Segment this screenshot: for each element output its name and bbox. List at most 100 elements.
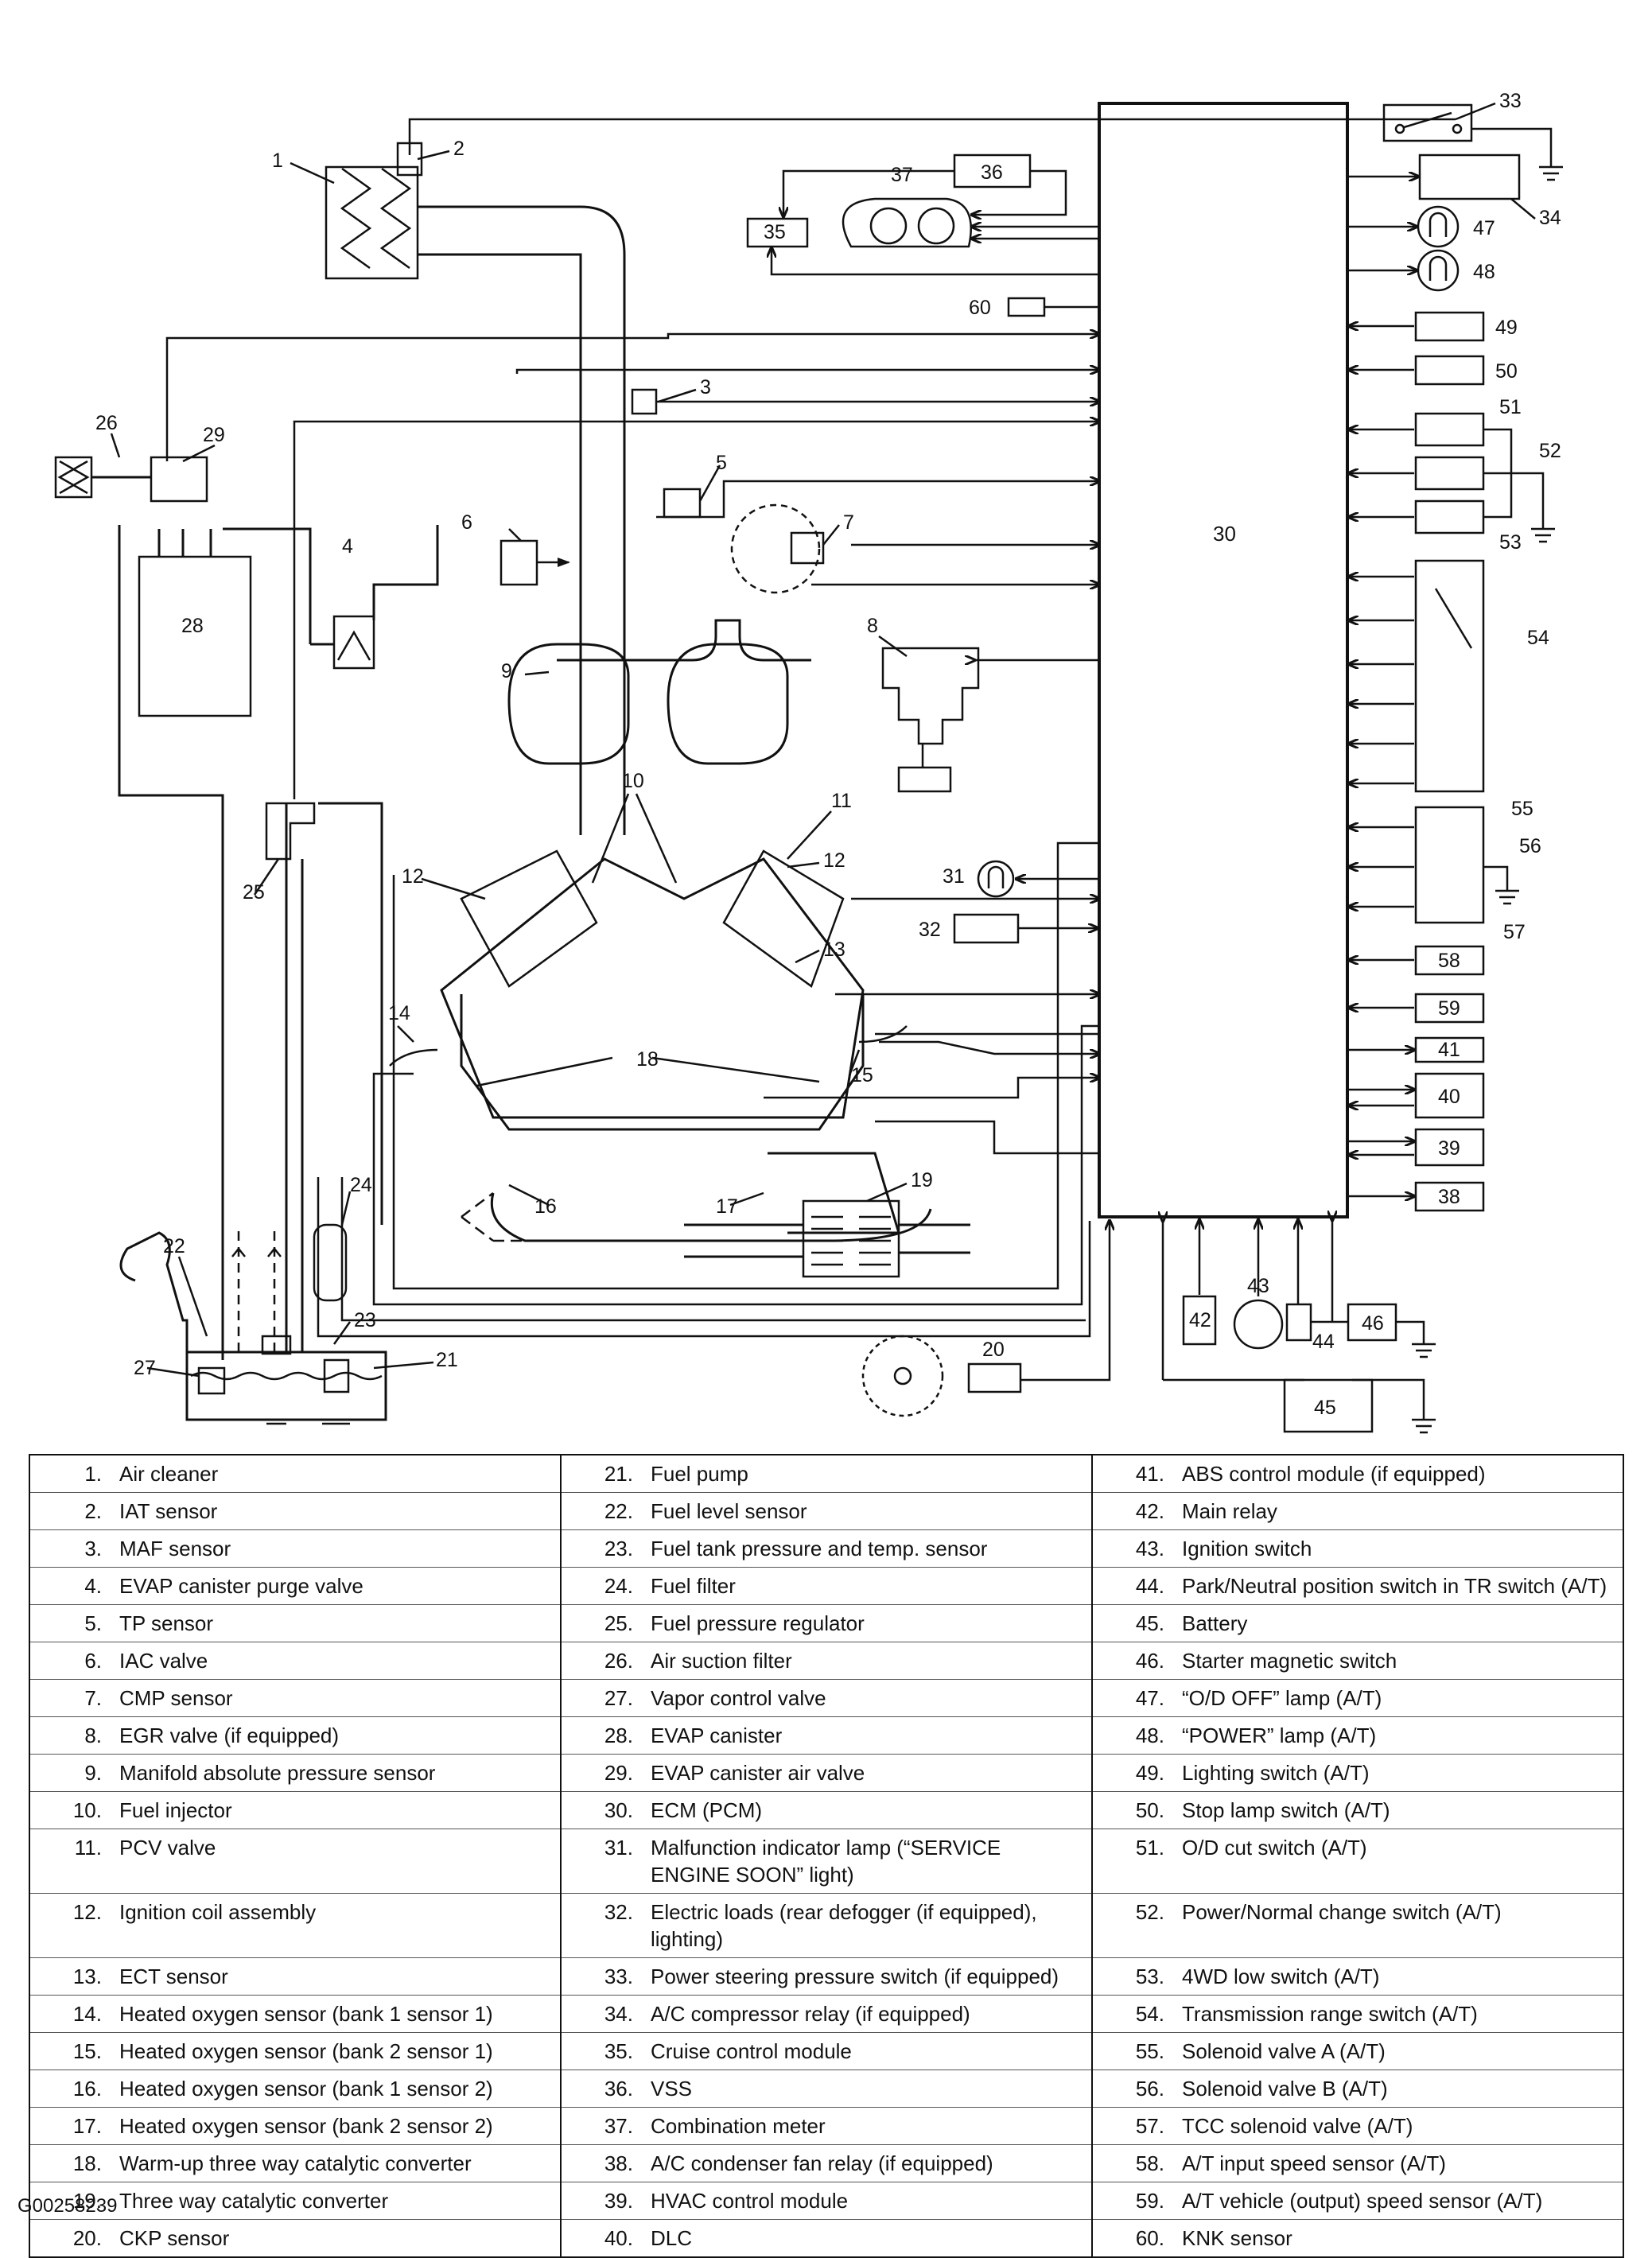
legend-number: 9.	[84, 1761, 102, 1785]
callout-28: 28	[181, 615, 204, 637]
boxes-right	[1349, 945, 1485, 1212]
legend-number: 43.	[1135, 1537, 1164, 1560]
legend-cell: 44.Park/Neutral position switch in TR sw…	[1091, 1567, 1624, 1605]
callout-32: 32	[919, 919, 941, 941]
legend-cell: 8.EGR valve (if equipped)	[29, 1716, 562, 1755]
callout-1: 1	[272, 150, 283, 172]
callout-42: 42	[1189, 1309, 1211, 1331]
legend-text: EVAP canister	[651, 1724, 783, 1747]
legend-cell: 25.Fuel pressure regulator	[560, 1604, 1093, 1642]
legend-cell: 19. Three way catalytic converter	[29, 2182, 562, 2220]
cruise-and-meter	[746, 154, 1099, 317]
callout-35: 35	[764, 221, 786, 243]
legend-cell: 33.Power steering pressure switch (if eq…	[560, 1957, 1093, 1996]
legend-number: 44.	[1135, 1574, 1164, 1598]
callout-2: 2	[453, 138, 465, 160]
legend-cell: 4.EVAP canister purge valve	[29, 1567, 562, 1605]
legend-text: VSS	[651, 2077, 693, 2101]
legend-text: Solenoid valve B (A/T)	[1182, 2077, 1388, 2101]
lamp-47	[1347, 205, 1460, 248]
legend-number: 46.	[1135, 1649, 1164, 1673]
legend-text: EVAP canister purge valve	[119, 1574, 363, 1598]
legend-number: 25.	[604, 1611, 633, 1635]
switch-54	[1349, 559, 1485, 793]
legend-text: Fuel filter	[651, 1574, 736, 1598]
legend-cell: 35.Cruise control module	[560, 2032, 1093, 2070]
legend-cell: 13.ECT sensor	[29, 1957, 562, 1996]
air-intake	[325, 142, 1099, 835]
legend-number: 13.	[72, 1965, 102, 1988]
callout-48: 48	[1473, 261, 1495, 283]
legend-row: 19. Three way catalytic converter 39.HVAC …	[29, 2182, 1624, 2220]
legend-row: 14.Heated oxygen sensor (bank 1 sensor 1…	[29, 1995, 1624, 2033]
legend-cell: 32.Electric loads (rear defogger (if equ…	[560, 1893, 1093, 1958]
fuel-tank	[119, 1223, 387, 1425]
callout-45: 45	[1314, 1397, 1336, 1419]
legend-text: EGR valve (if equipped)	[119, 1724, 340, 1747]
switches-51-53	[1349, 412, 1555, 543]
callout-9: 9	[501, 660, 512, 682]
callout-17: 17	[716, 1195, 738, 1218]
legend-cell: 12.Ignition coil assembly	[29, 1893, 562, 1958]
legend-number: 28.	[604, 1724, 633, 1747]
legend-number: 49.	[1135, 1761, 1164, 1785]
legend-text: Cruise control module	[651, 2039, 852, 2063]
legend-text: TP sensor	[119, 1611, 214, 1635]
legend-cell: 58.A/T input speed sensor (A/T)	[1091, 2144, 1624, 2182]
box-50	[1414, 355, 1485, 386]
callout-29: 29	[203, 424, 225, 446]
legend-cell: 7.CMP sensor	[29, 1679, 562, 1717]
legend-number: 19.	[72, 2189, 102, 2213]
legend-number: 51.	[1135, 1836, 1164, 1860]
legend-text: Manifold absolute pressure sensor	[119, 1761, 436, 1785]
legend-cell: 36.VSS	[560, 2070, 1093, 2108]
legend-cell: 39.HVAC control module	[560, 2182, 1093, 2220]
legend-text: Three way catalytic converter	[119, 2189, 389, 2213]
legend-cell: 15.Heated oxygen sensor (bank 2 sensor 1…	[29, 2032, 562, 2070]
legend-number: 17.	[72, 2114, 102, 2138]
legend-number: 47.	[1135, 1686, 1164, 1710]
legend-number: 42.	[1135, 1499, 1164, 1523]
legend-number: 24.	[604, 1574, 633, 1598]
legend-number: 40.	[604, 2226, 633, 2250]
legend-text: Vapor control valve	[651, 1686, 826, 1710]
legend-number: 29.	[604, 1761, 633, 1785]
legend-number: 57.	[1135, 2114, 1164, 2138]
callout-54: 54	[1527, 627, 1549, 649]
legend-cell: 31.Malfunction indicator lamp (“SERVICE …	[560, 1829, 1093, 1894]
legend-text: Heated oxygen sensor (bank 1 sensor 1)	[119, 2002, 493, 2026]
legend-number: 41.	[1135, 1462, 1164, 1486]
callout-19: 19	[911, 1169, 933, 1191]
legend-text: Warm-up three way catalytic converter	[119, 2151, 472, 2175]
legend-text: Heated oxygen sensor (bank 1 sensor 2)	[119, 2077, 493, 2101]
callout-60: 60	[969, 297, 991, 319]
legend-cell: 6.IAC valve	[29, 1642, 562, 1680]
legend-text: Lighting switch (A/T)	[1182, 1761, 1370, 1785]
leader-lines	[110, 102, 1536, 1378]
legend-number: 55.	[1135, 2039, 1164, 2063]
legend-cell: 47.“O/D OFF” lamp (A/T)	[1091, 1679, 1624, 1717]
callout-38: 38	[1438, 1186, 1460, 1208]
legend-row: 15.Heated oxygen sensor (bank 2 sensor 1…	[29, 2032, 1624, 2070]
evap-canister-system	[54, 456, 439, 1360]
callout-58: 58	[1438, 950, 1460, 972]
callout-10: 10	[622, 770, 644, 792]
callout-34: 34	[1539, 207, 1561, 229]
legend-text: Combination meter	[651, 2114, 826, 2138]
catalytic-converter-19	[684, 1199, 970, 1278]
legend-cell: 46.Starter magnetic switch	[1091, 1642, 1624, 1680]
legend-cell: 22.Fuel level sensor	[560, 1492, 1093, 1530]
legend-cell: 27.Vapor control valve	[560, 1679, 1093, 1717]
callout-43: 43	[1247, 1275, 1269, 1297]
box-34	[1418, 154, 1521, 200]
legend-number: 1.	[84, 1462, 102, 1486]
legend-cell: 55.Solenoid valve A (A/T)	[1091, 2032, 1624, 2070]
legend-text: PCV valve	[119, 1836, 216, 1860]
